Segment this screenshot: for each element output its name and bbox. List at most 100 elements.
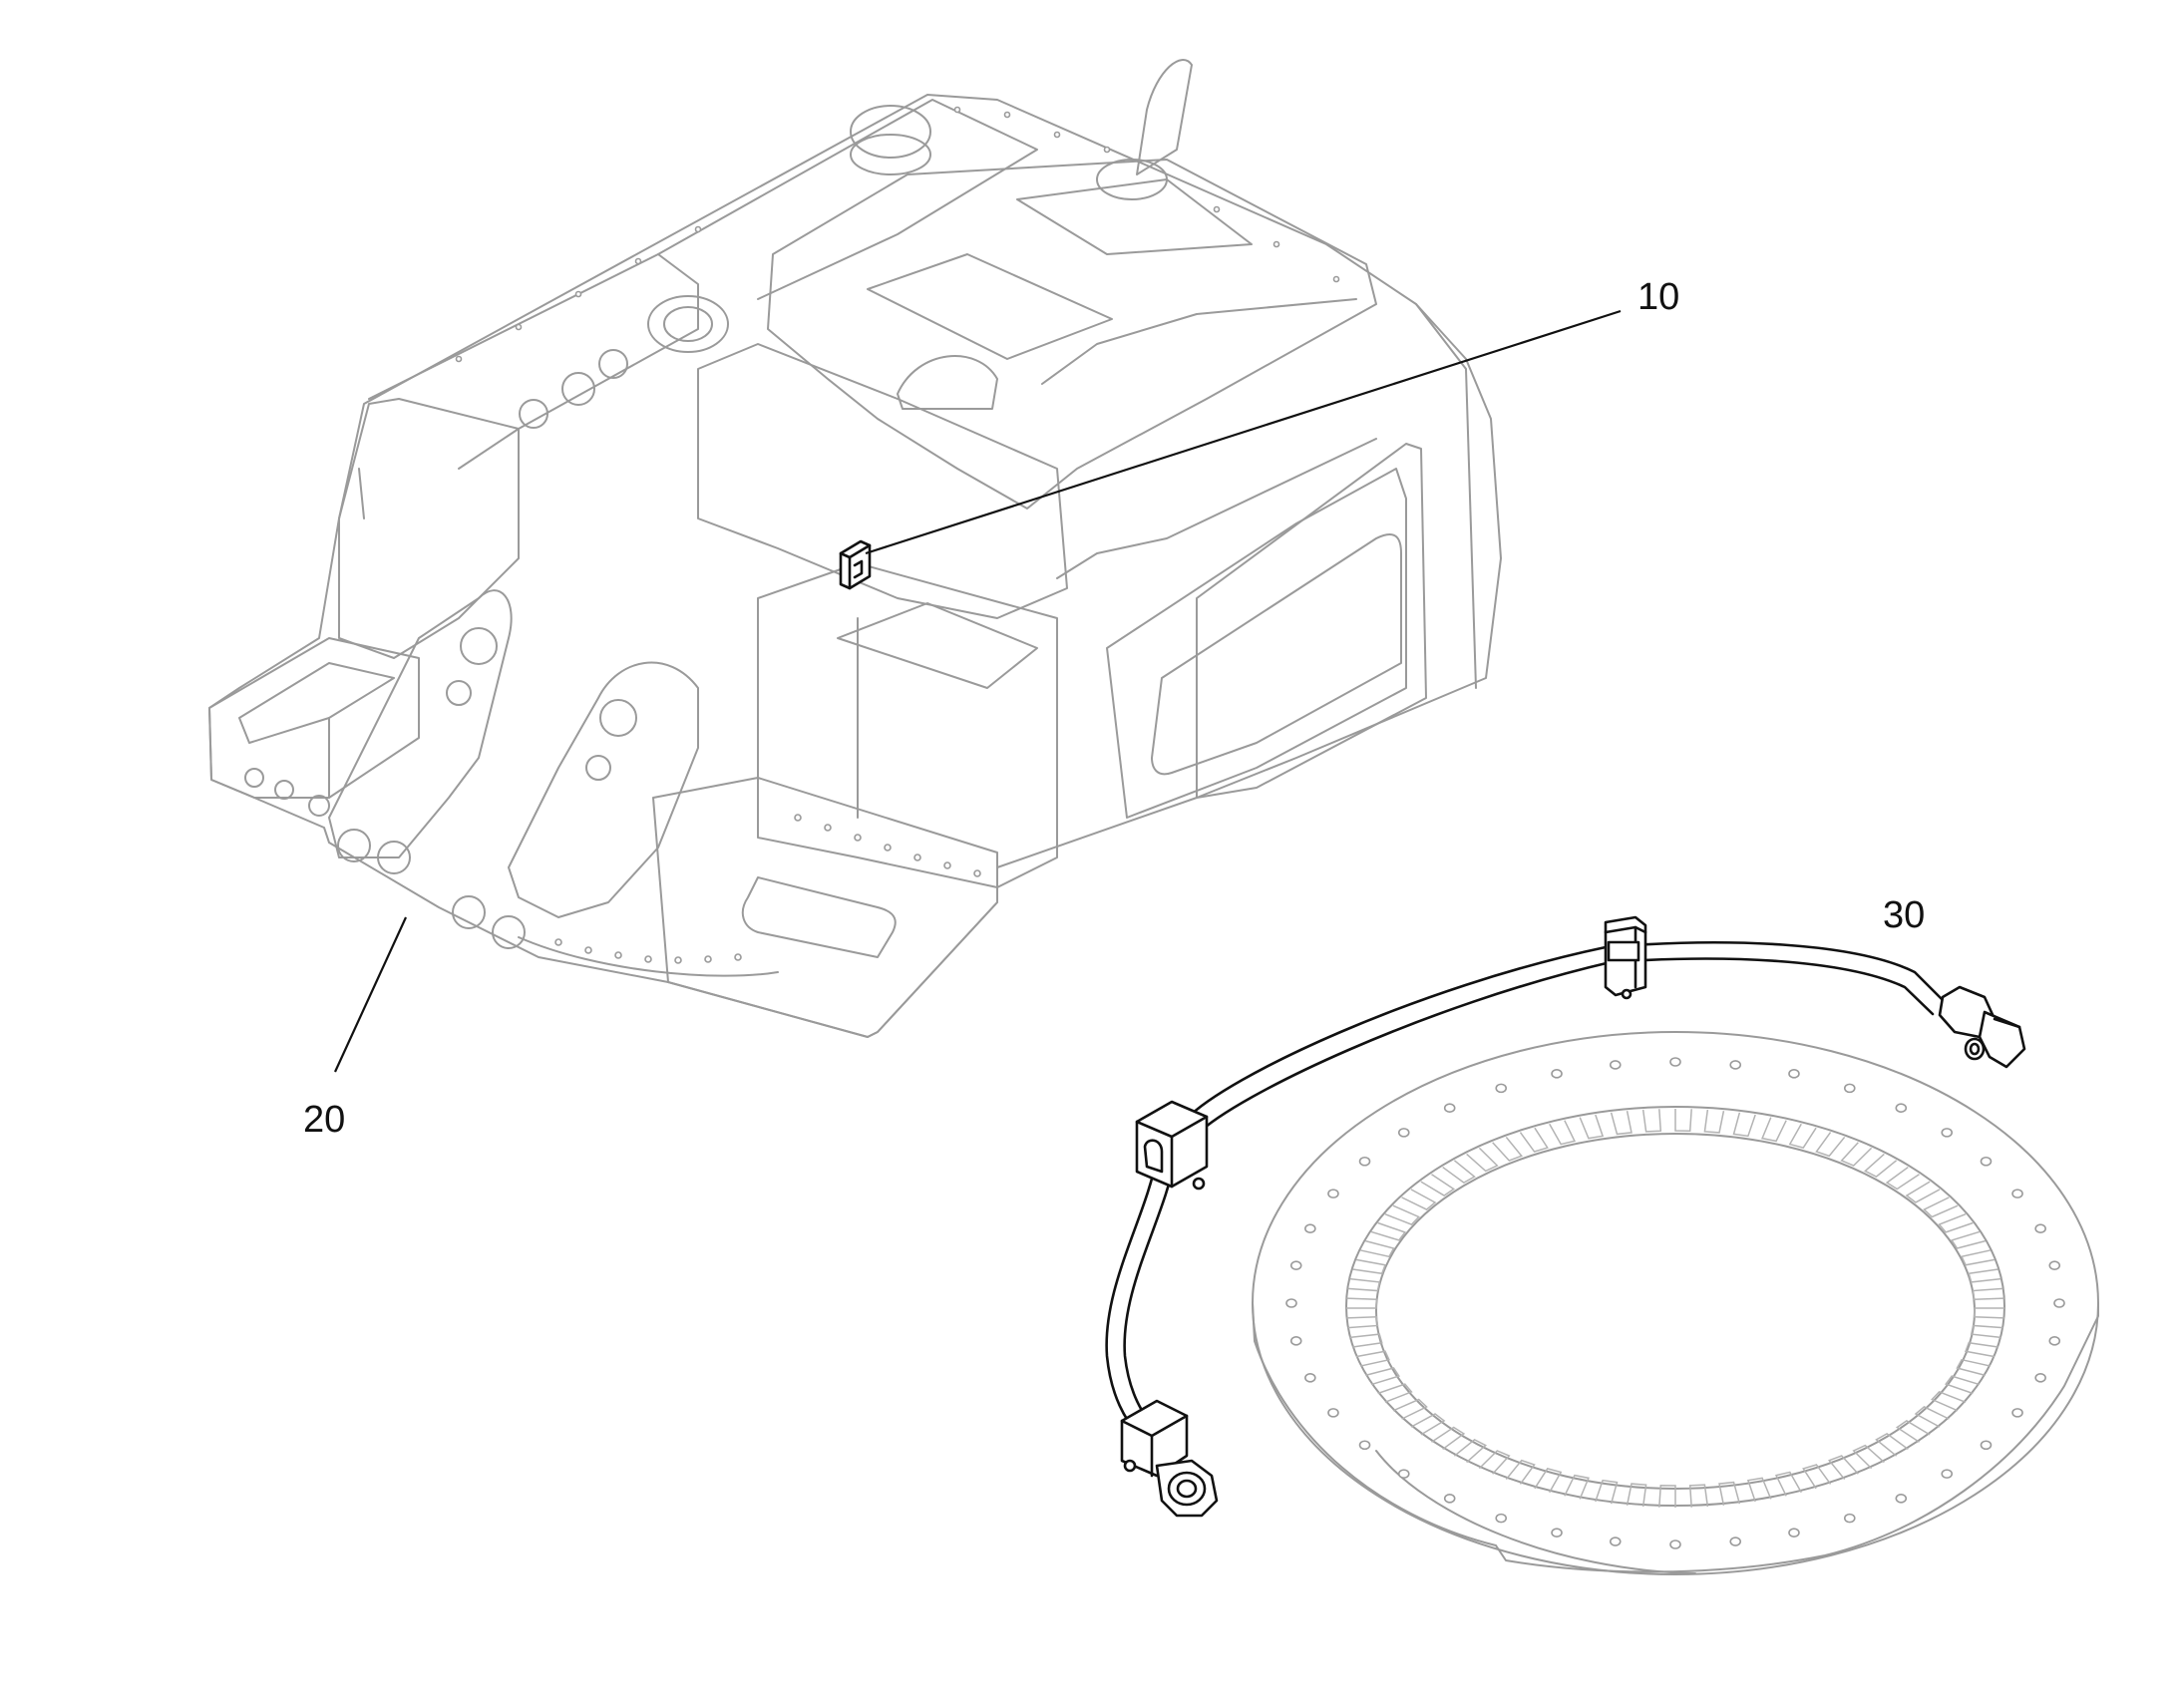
lubrication-hose-part xyxy=(1105,915,2026,1518)
gear-tooth xyxy=(1746,1477,1772,1503)
gear-tooth xyxy=(1466,1147,1499,1173)
ring-bolt-hole xyxy=(1495,1083,1508,1094)
callout-20: 20 xyxy=(303,1099,345,1141)
ring-bolt-hole xyxy=(1788,1528,1800,1537)
gear-tooth xyxy=(1875,1432,1909,1457)
gear-tooth xyxy=(1964,1341,1998,1358)
ring-bolt-hole xyxy=(2053,1298,2065,1308)
gear-tooth xyxy=(1392,1398,1428,1420)
ring-bolt-hole xyxy=(1895,1103,1908,1114)
callout-10: 10 xyxy=(1637,276,1679,318)
gear-tooth xyxy=(1931,1391,1967,1412)
highlighted-bracket-part xyxy=(839,539,872,590)
gear-tooth xyxy=(1972,1287,2004,1301)
gear-tooth xyxy=(1732,1112,1756,1138)
ring-bolt-hole xyxy=(1285,1298,1297,1308)
ring-bolt-hole xyxy=(1669,1057,1681,1067)
ring-bolt-hole xyxy=(1289,1336,1302,1346)
ring-bolt-hole xyxy=(1788,1069,1800,1079)
ring-bolt-hole xyxy=(1327,1408,1339,1418)
gear-tooth xyxy=(1549,1120,1577,1146)
ring-bolt-hole xyxy=(2048,1260,2061,1270)
gear-tooth xyxy=(1453,1439,1487,1464)
gear-tooth xyxy=(1961,1249,1996,1266)
slewing-ring-gear-illustration xyxy=(1252,1031,2099,1575)
ring-bolt-hole xyxy=(1358,1156,1371,1167)
gear-tooth xyxy=(1718,1481,1741,1506)
gear-tooth xyxy=(1346,1297,1378,1309)
gear-tooth xyxy=(1956,1358,1991,1377)
ring-bolt-hole xyxy=(1729,1060,1742,1070)
gear-tooth xyxy=(1431,1426,1466,1451)
ring-bolt-hole xyxy=(2011,1189,2023,1198)
gear-tooth xyxy=(1864,1153,1898,1178)
ring-bolt-hole xyxy=(1729,1537,1742,1546)
gear-tooth xyxy=(1968,1268,2001,1283)
ring-bolt-hole xyxy=(1669,1539,1681,1549)
excavator-upper-frame-illustration xyxy=(208,59,1502,1038)
frame-bolt-holes xyxy=(554,814,981,964)
ring-bolt-hole xyxy=(2011,1408,2023,1418)
gear-tooth xyxy=(1815,1132,1846,1158)
ring-bolt-hole xyxy=(1397,1469,1410,1479)
gear-tooth xyxy=(1885,1166,1920,1191)
gear-tooth xyxy=(1923,1196,1959,1218)
gear-tooth xyxy=(1377,1383,1413,1403)
gear-tooth xyxy=(1641,1109,1662,1133)
gear-tooth xyxy=(1420,1174,1456,1196)
ring-bolt-hole xyxy=(1980,1440,1993,1451)
gear-tooth xyxy=(1360,1239,1395,1258)
ring-bolt-hole xyxy=(2034,1372,2046,1383)
ring-bolt-hole xyxy=(1895,1493,1908,1504)
gear-tooth xyxy=(1610,1111,1633,1136)
gear-tooth xyxy=(1626,1483,1647,1508)
gear-tooth xyxy=(1579,1114,1605,1140)
ring-bolt-hole xyxy=(1843,1513,1856,1524)
ring-bolt-hole xyxy=(1289,1260,1302,1270)
gear-tooth xyxy=(1658,1485,1676,1508)
callout-30: 30 xyxy=(1883,894,1925,936)
gear-tooth xyxy=(1352,1258,1387,1275)
gear-tooth xyxy=(1905,1181,1941,1203)
gear-tooth xyxy=(1970,1324,2003,1339)
gear-tooth xyxy=(1895,1420,1931,1443)
gear-tooth xyxy=(1442,1160,1476,1185)
ring-bolt-hole xyxy=(1397,1128,1410,1138)
gear-tooth xyxy=(1365,1367,1401,1386)
gear-tooth xyxy=(1938,1213,1974,1233)
ring-bolt-hole xyxy=(1358,1440,1371,1451)
gear-tooth xyxy=(1355,1350,1390,1367)
ring-bolt-hole xyxy=(1304,1223,1316,1234)
ring-bolt-holes xyxy=(1285,1057,2065,1549)
leader-line-20 xyxy=(333,916,408,1073)
gear-tooth xyxy=(1492,1136,1524,1162)
ring-bolt-hole xyxy=(1941,1469,1954,1479)
frame-rivets xyxy=(455,106,1340,363)
ring-bolt-hole xyxy=(1443,1103,1456,1114)
ring-bolt-hole xyxy=(2048,1336,2061,1346)
gear-tooth xyxy=(1703,1109,1725,1134)
gear-tooth xyxy=(1944,1375,1981,1395)
gear-tooth xyxy=(1534,1468,1563,1494)
gear-tooth xyxy=(1788,1123,1817,1149)
gear-tooth xyxy=(1347,1277,1381,1292)
gear-tooth xyxy=(1914,1406,1950,1428)
gear-tooth xyxy=(1346,1315,1379,1329)
gear-tooth xyxy=(1349,1333,1383,1348)
gear-tooth xyxy=(1761,1117,1787,1143)
leader-line-10 xyxy=(865,309,1622,555)
gear-tooth xyxy=(1802,1464,1832,1490)
gear-tooth xyxy=(1774,1471,1802,1497)
gear-tooth xyxy=(1505,1459,1536,1485)
gear-tooth xyxy=(1827,1455,1859,1481)
gear-tooth xyxy=(1564,1474,1590,1500)
ring-bolt-hole xyxy=(1443,1493,1456,1504)
ring-bolt-hole xyxy=(1551,1069,1563,1079)
gear-tooth xyxy=(1370,1221,1407,1241)
gear-tooth xyxy=(1410,1413,1446,1436)
gear-tooth xyxy=(1950,1230,1986,1249)
gear-tooth xyxy=(1519,1127,1549,1153)
ring-bolt-hole xyxy=(1941,1128,1954,1138)
ring-bolt-hole xyxy=(1304,1372,1316,1383)
gear-tooth xyxy=(1852,1444,1885,1470)
